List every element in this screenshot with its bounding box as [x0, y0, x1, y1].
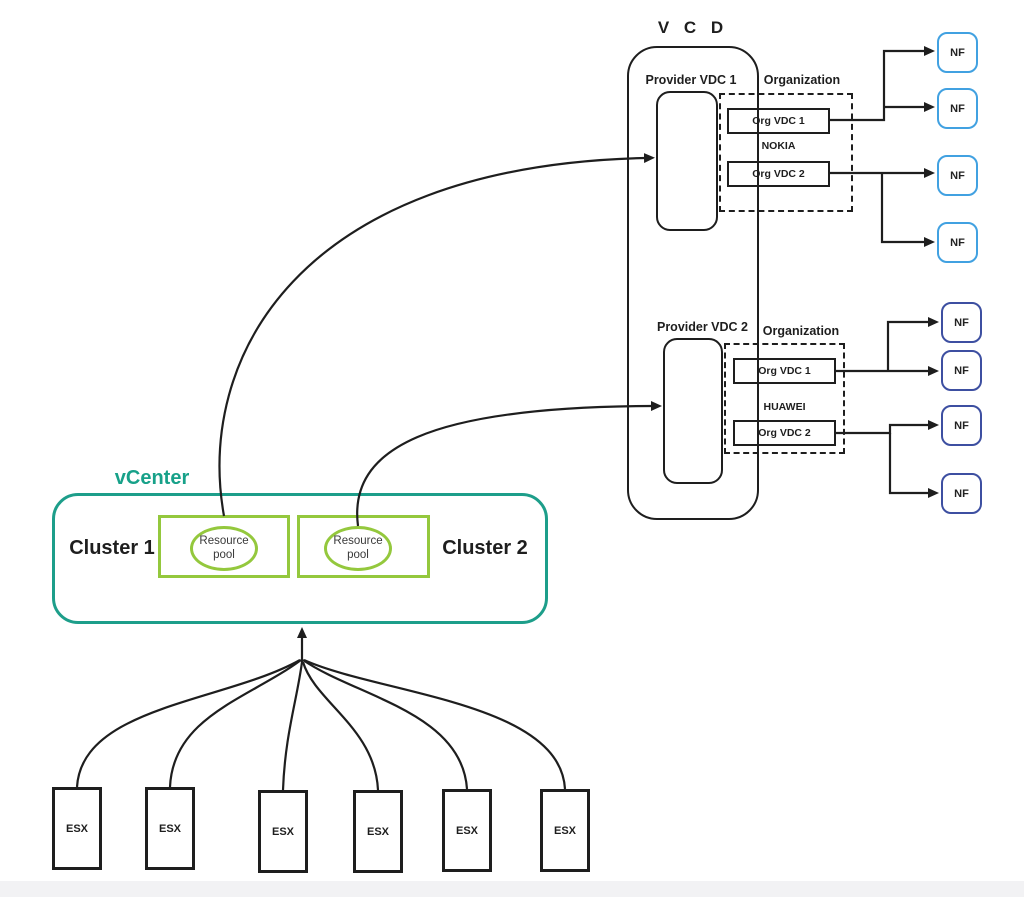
nf-box: NF [937, 155, 978, 196]
esx-host: ESX [52, 787, 102, 870]
arrow-org2vdc2-to-nf4 [888, 433, 939, 498]
org2-vdc-1-box: Org VDC 1 [733, 358, 836, 384]
provider-vdc-2-rect [663, 338, 723, 484]
cluster-2-resource-pool: Resource pool [324, 526, 392, 571]
line-esx5 [302, 659, 469, 790]
cluster-1-rect [158, 515, 290, 578]
arrow-org2vdc2-to-nf3 [836, 420, 939, 435]
arrow-org1vdc2-to-nf4 [880, 173, 935, 247]
org1-vdc-2-box: Org VDC 2 [727, 161, 830, 187]
nf-box: NF [941, 350, 982, 391]
arrow-org2vdc1-to-nf1 [886, 317, 939, 371]
organization-1-tenant: NOKIA [761, 140, 796, 152]
bottom-strip [0, 881, 1024, 897]
organization-1-dashed-box [719, 93, 853, 212]
organization-1-label: Organization [763, 73, 841, 87]
provider-vdc-2-label: Provider VDC 2 [656, 320, 748, 334]
org2-vdc-2-box: Org VDC 2 [733, 420, 836, 446]
organization-2-dashed-box [724, 343, 845, 454]
nf-box: NF [941, 405, 982, 446]
vcd-title: V C D [657, 18, 729, 37]
nf-box: NF [937, 32, 978, 73]
line-esx6 [303, 658, 567, 790]
arrow-cluster1-to-pvdc1 [218, 153, 655, 517]
line-esx2 [168, 659, 302, 788]
line-esx4 [301, 661, 380, 791]
cluster-1-resource-pool: Resource pool [190, 526, 258, 571]
cluster-2-label: Cluster 2 [442, 536, 528, 559]
esx-host: ESX [353, 790, 403, 873]
line-esx1 [75, 659, 301, 788]
esx-host: ESX [258, 790, 308, 873]
provider-vdc-1-rect [656, 91, 718, 231]
cluster-1-label: Cluster 1 [69, 536, 155, 559]
esx-host: ESX [442, 789, 492, 872]
organization-2-label: Organization [762, 324, 840, 338]
organization-2-tenant: HUAWEI [763, 401, 806, 413]
esx-host: ESX [540, 789, 590, 872]
nf-box: NF [937, 88, 978, 129]
org1-vdc-1-box: Org VDC 1 [727, 108, 830, 134]
nf-box: NF [941, 302, 982, 343]
nf-box: NF [937, 222, 978, 263]
provider-vdc-1-label: Provider VDC 1 [645, 73, 737, 87]
esx-host: ESX [145, 787, 195, 870]
vcenter-label: vCenter [114, 466, 190, 489]
nf-box: NF [941, 473, 982, 514]
line-esx3 [281, 661, 304, 791]
